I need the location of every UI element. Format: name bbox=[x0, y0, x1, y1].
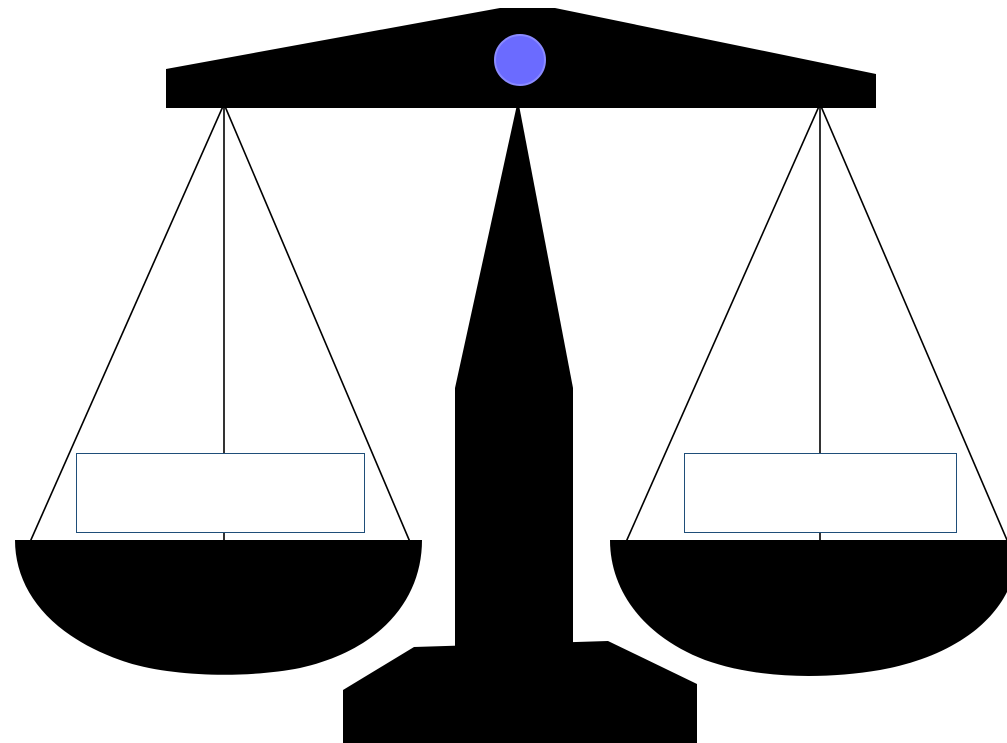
left-pan-group bbox=[15, 104, 422, 675]
right-pan-group bbox=[610, 104, 1007, 676]
right-pan-bowl bbox=[610, 540, 1007, 676]
pivot-icon bbox=[495, 35, 545, 85]
center-column bbox=[455, 100, 573, 650]
base-foot bbox=[343, 641, 697, 743]
right-pan-label-box bbox=[684, 453, 957, 533]
scale-base bbox=[343, 100, 697, 743]
left-pan-label-box bbox=[76, 453, 365, 533]
left-pan-bowl bbox=[15, 540, 422, 675]
